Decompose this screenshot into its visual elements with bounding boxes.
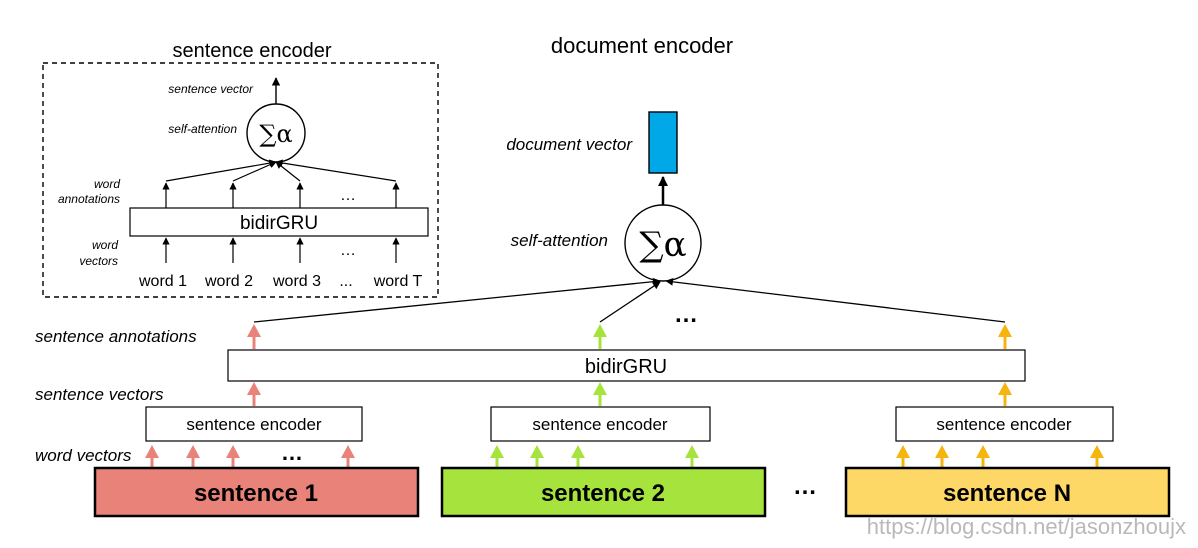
document-vector [648,111,678,174]
sentence-box-1 [93,466,420,518]
bidirgru-box [227,349,1026,382]
document-sum-alpha-symbol: ∑α [639,225,686,265]
sentence-vectors-label: sentence vectors [35,385,164,404]
sentence-annotations-label: sentence annotations [35,327,197,346]
inset-bidirgru-label: bidirGRU [240,213,318,234]
sentence-encoder-label-n: sentence encoder [936,415,1071,434]
word-vector-arrow-2-3 [571,445,585,467]
sentence-label-1: sentence 1 [194,480,318,507]
inset-sentence-vector-label: sentence vector [168,82,254,96]
word-vector-arrow-1-2 [186,445,200,467]
colored-arrows [145,324,1104,467]
annotations-ellipsis: … [674,301,698,328]
watermark: https://blog.csdn.net/jasonzhoujx [867,514,1186,539]
bidirgru-label: bidirGRU [585,356,667,378]
sentence-encoder-box-n [895,406,1114,442]
word-vector-arrow-2-4 [685,445,699,467]
inset-title: sentence encoder [172,40,331,62]
sentences-ellipsis: … [793,473,817,500]
sentence-vector-arrow-3 [998,382,1012,406]
inset-word-annotations-label-1: word [94,177,120,191]
inset-word-vectors-label-1: word [92,238,118,252]
inset-sentence-encoder: sentence encoder sentence vector self-at… [42,40,439,298]
sentence-annotation-arrow-1 [247,324,261,349]
inset-word-3: word 3 [272,273,321,290]
inset-word-dots: ... [339,273,352,290]
document-encoder-title: document encoder [551,33,733,58]
annotation-to-attention-arrows [253,277,1006,323]
inset-word-1: word 1 [138,273,187,290]
word-vectors-ellipsis: … [281,440,303,465]
inset-self-attention-label: self-attention [168,122,237,136]
document-self-attention-label: self-attention [511,231,608,250]
sentence-encoder-box-2 [490,406,711,442]
sentence-encoder-n: sentence encoder [895,406,1114,442]
inset-sum-alpha-symbol: ∑α [259,120,292,148]
inset-gru-output-arrows [162,182,400,208]
word-vector-arrow-3-4 [1090,445,1104,467]
sentence-vector-arrow-1 [247,382,261,406]
word-vector-arrow-1-3 [226,445,240,467]
inset-bidirgru-box [129,207,429,237]
sentence-box-n [844,466,1171,518]
sentence-label-2: sentence 2 [541,480,665,507]
document-vector-label: document vector [506,135,633,154]
inset-word-t: word T [373,273,423,290]
word-vector-arrow-1-1 [145,445,159,467]
word-vector-arrow-2-1 [490,445,504,467]
sentence-encoder-label-2: sentence encoder [532,415,667,434]
inset-word-input-arrows [162,237,400,263]
sentence-encoder-box-1 [145,406,363,442]
sentence-annotation-arrow-3 [998,324,1012,349]
sentence-encoder-1: sentence encoder [145,406,363,442]
inset-annotations-ellipsis: … [340,187,356,204]
word-vectors-label: word vectors [35,446,132,465]
word-vector-arrow-1-4 [341,445,355,467]
inset-annotation-to-attention-arrows [165,159,397,182]
sentence-label-n: sentence N [943,480,1071,507]
sentence-encoder-label-1: sentence encoder [186,415,321,434]
document-attention-node [624,204,702,282]
word-vector-arrow-3-1 [896,445,910,467]
sentence-box-2 [440,466,767,518]
word-vector-arrow-3-3 [976,445,990,467]
inset-word-annotations-label-2: annotations [58,192,120,206]
sentence-vector-arrow-2 [593,382,607,406]
word-vector-arrow-3-2 [935,445,949,467]
inset-vectors-ellipsis: … [340,242,356,259]
sentence-encoder-2: sentence encoder [490,406,711,442]
inset-word-vectors-label-2: vectors [79,254,118,268]
sentence-annotation-arrow-2 [593,324,607,349]
inset-word-2: word 2 [204,273,253,290]
word-vector-arrow-2-2 [530,445,544,467]
